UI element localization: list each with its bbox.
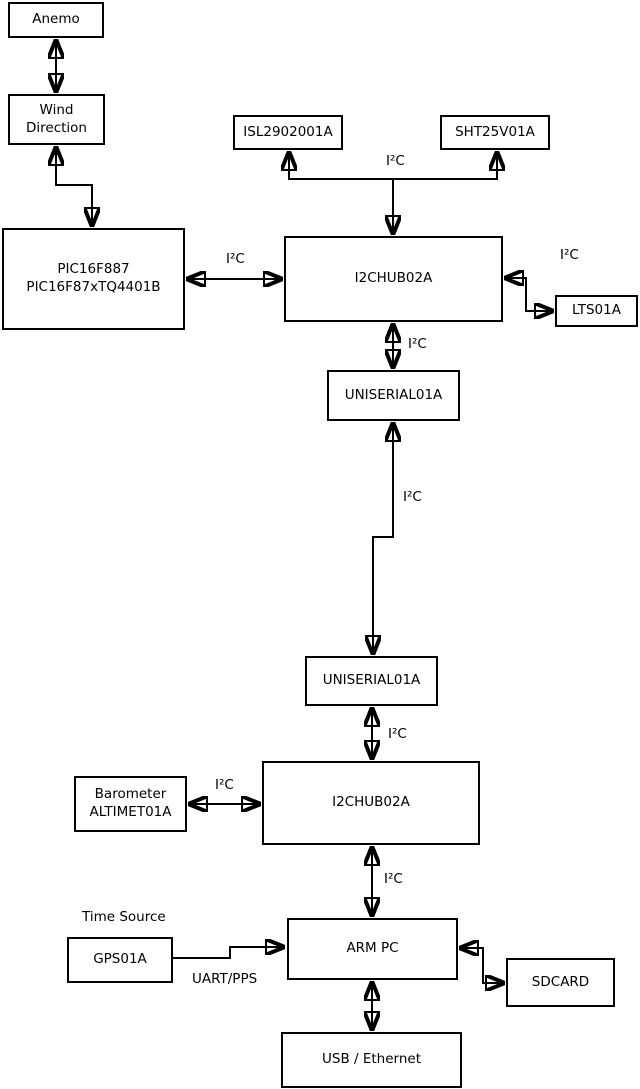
node-pic16f887-label: PIC16F887 PIC16F87xTQ4401B bbox=[26, 261, 161, 295]
connector-wind-pic bbox=[56, 147, 92, 226]
edge-label-i2c-hub-lts: I²C bbox=[560, 247, 579, 263]
node-gps01a-label: GPS01A bbox=[93, 951, 147, 968]
node-sdcard-label: SDCARD bbox=[531, 973, 590, 990]
node-wind-direction: Wind Direction bbox=[8, 94, 105, 145]
node-i2chub02a-bottom: I2CHUB02A bbox=[262, 761, 480, 845]
node-usb-ethernet: USB / Ethernet bbox=[281, 1032, 462, 1088]
node-uniserial01a-top-label: UNISERIAL01A bbox=[344, 386, 443, 403]
connector-hub1-lts bbox=[505, 278, 553, 311]
node-isl2902001a: ISL2902001A bbox=[233, 115, 343, 150]
node-wind-direction-label: Wind Direction bbox=[26, 101, 87, 136]
edge-label-i2c-hub-uniserial: I²C bbox=[408, 336, 427, 352]
edge-label-i2c-hub2-armpc: I²C bbox=[384, 871, 403, 887]
edge-label-uart-pps: UART/PPS bbox=[192, 971, 258, 987]
node-lts01a: LTS01A bbox=[555, 295, 638, 327]
node-uniserial01a-bottom: UNISERIAL01A bbox=[305, 656, 438, 706]
edge-label-time-source: Time Source bbox=[82, 909, 166, 925]
connector-uniserial1-uniserial2 bbox=[373, 423, 393, 654]
node-i2chub02a-top: I2CHUB02A bbox=[284, 236, 503, 322]
edge-label-i2c-pic-hub: I²C bbox=[226, 251, 245, 267]
node-uniserial01a-top: UNISERIAL01A bbox=[327, 370, 460, 421]
node-lts01a-label: LTS01A bbox=[572, 302, 621, 319]
node-pic16f887: PIC16F887 PIC16F87xTQ4401B bbox=[2, 228, 185, 330]
node-sht25v01a-label: SHT25V01A bbox=[455, 123, 535, 140]
edge-label-i2c-hub-sensors: I²C bbox=[386, 153, 405, 169]
node-arm-pc-label: ARM PC bbox=[346, 940, 399, 957]
connector-gps-armpc bbox=[173, 947, 284, 959]
connector-armpc-sdcard bbox=[460, 948, 504, 983]
node-barometer-altimet01a-label: Barometer ALTIMET01A bbox=[89, 786, 172, 820]
edge-label-i2c-uniserial-hub2: I²C bbox=[388, 726, 407, 742]
edge-label-i2c-uniserial-link: I²C bbox=[403, 489, 422, 505]
edge-label-i2c-barometer-hub2: I²C bbox=[215, 777, 234, 793]
node-sdcard: SDCARD bbox=[506, 958, 615, 1007]
node-usb-ethernet-label: USB / Ethernet bbox=[322, 1051, 421, 1068]
node-arm-pc: ARM PC bbox=[287, 918, 458, 980]
node-anemo: Anemo bbox=[8, 2, 104, 38]
node-i2chub02a-top-label: I2CHUB02A bbox=[354, 270, 433, 287]
node-anemo-label: Anemo bbox=[32, 11, 80, 28]
node-i2chub02a-bottom-label: I2CHUB02A bbox=[332, 794, 410, 811]
node-sht25v01a: SHT25V01A bbox=[440, 115, 550, 150]
node-barometer-altimet01a: Barometer ALTIMET01A bbox=[74, 776, 187, 832]
node-gps01a: GPS01A bbox=[67, 937, 173, 983]
node-uniserial01a-bottom-label: UNISERIAL01A bbox=[322, 672, 421, 689]
node-isl2902001a-label: ISL2902001A bbox=[243, 123, 333, 140]
